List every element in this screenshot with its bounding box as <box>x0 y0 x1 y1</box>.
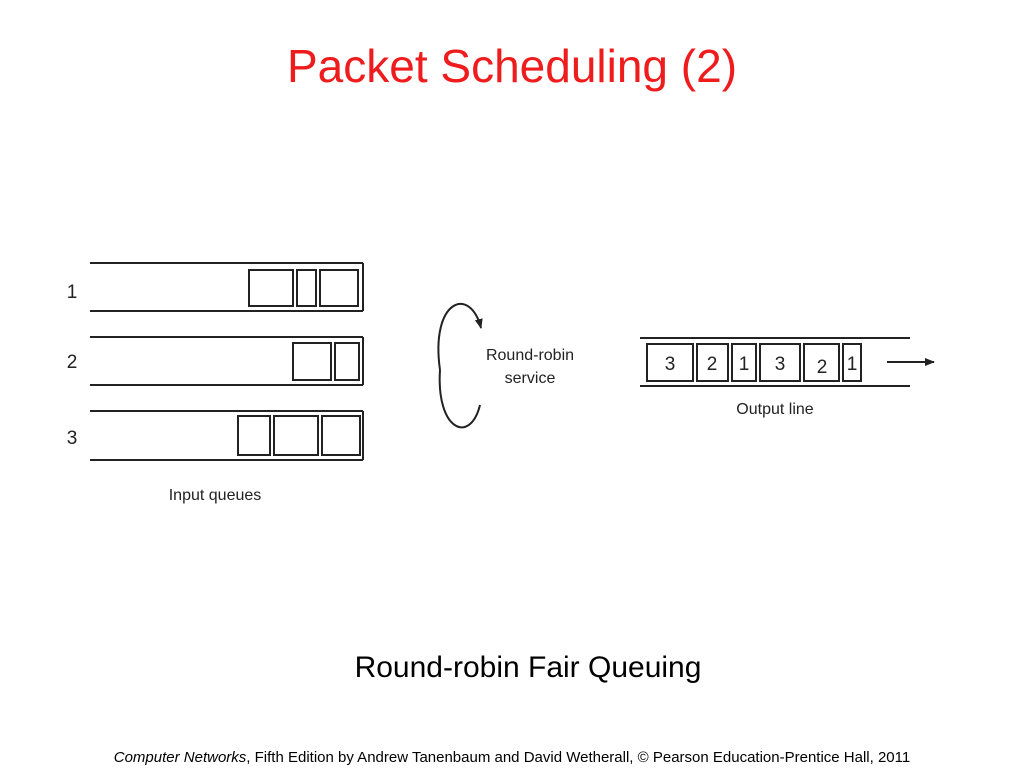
output-packet <box>842 343 862 382</box>
output-packet <box>696 343 729 382</box>
output-packet-label: 3 <box>775 354 786 375</box>
input-queues-label: Input queues <box>169 487 262 504</box>
round-robin-label-line1: Round-robin <box>486 347 574 364</box>
circular-arrow-lower <box>438 369 481 429</box>
queue-label-3: 3 <box>67 428 78 449</box>
input-queue-2: 2 <box>67 336 364 386</box>
diagram-caption: Round-robin Fair Queuing <box>354 651 702 684</box>
input-queue-3: 3 <box>67 410 364 461</box>
slide-footer: Computer Networks, Fifth Edition by Andr… <box>0 748 1024 768</box>
queue-label-2: 2 <box>67 352 78 373</box>
output-packet <box>731 343 757 382</box>
output-packet-label: 1 <box>739 354 750 375</box>
output-line-label: Output line <box>736 401 813 418</box>
slide-title: Packet Scheduling (2) <box>286 40 738 92</box>
circular-arrow-icon <box>437 302 483 429</box>
packet <box>237 415 271 456</box>
queue-label-1: 1 <box>67 282 78 303</box>
packet <box>321 415 361 456</box>
packet <box>273 415 319 456</box>
output-packet-label: 2 <box>817 357 828 378</box>
output-packet <box>803 343 840 382</box>
packet <box>248 269 294 307</box>
output-packet-label: 3 <box>665 354 676 375</box>
output-line: 3 2 1 3 2 1 <box>640 337 935 387</box>
output-packet-label: 1 <box>847 354 858 375</box>
packet <box>334 342 360 381</box>
packet <box>292 342 332 381</box>
output-packet-label: 2 <box>707 354 718 375</box>
packet <box>296 269 317 307</box>
packet <box>319 269 359 307</box>
footer-book-title: Computer Networks <box>113 749 247 766</box>
output-packet <box>759 343 801 382</box>
output-packet <box>646 343 694 382</box>
round-robin-label-line2: service <box>505 370 556 387</box>
circular-arrow-upper <box>437 302 483 371</box>
footer-credits: , Fifth Edition by Andrew Tanenbaum and … <box>246 749 911 766</box>
input-queue-1: 1 <box>67 262 364 312</box>
